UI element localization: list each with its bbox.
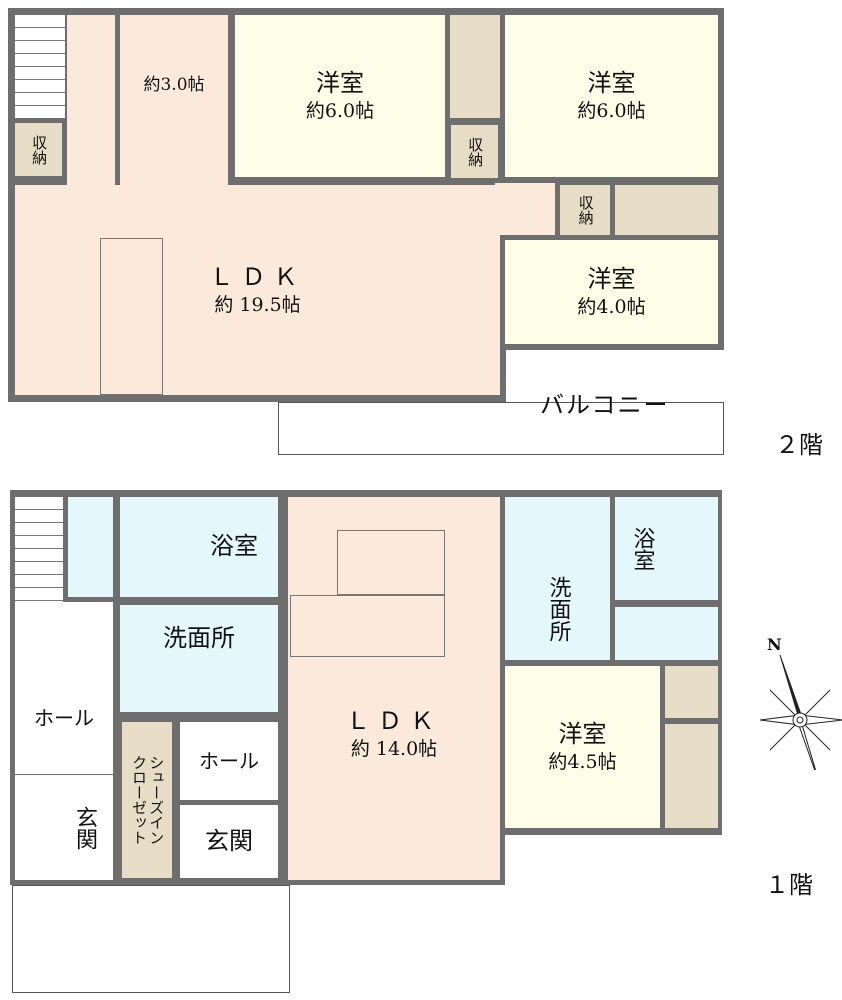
- floor1-hall-left: ホール: [15, 602, 113, 774]
- floor1-washroom-right: 洗面所: [505, 497, 610, 660]
- floor1-label: １階: [765, 871, 813, 899]
- floor1-porch-outline: [12, 885, 290, 993]
- floor1-exterior-right: [505, 835, 725, 890]
- floor1-kitchen-counter: [290, 595, 445, 657]
- floor2-western-left: 洋室約6.0帖: [235, 15, 445, 177]
- floor2-corridor: [67, 15, 115, 185]
- floor2-label: ２階: [775, 431, 823, 459]
- floor1-bath-left: 浴室: [120, 497, 278, 597]
- floor2-stairs: [15, 15, 65, 118]
- compass-north-label: N: [767, 635, 782, 654]
- floor1-washroom-left: 洗面所: [120, 605, 278, 712]
- floor2-ldk-nook: [495, 183, 555, 235]
- floor1-hall-right: ホール: [180, 722, 278, 800]
- floor2-storage-mid: 収納: [451, 125, 498, 178]
- floor2-room-3jo: 約3.0帖: [120, 15, 228, 185]
- floor1-entrance-left: 玄関: [15, 775, 113, 880]
- floor1-kitchen-back: [337, 530, 445, 595]
- floor2-kitchen-counter: [100, 238, 163, 395]
- floor1-closet-top: [665, 666, 718, 718]
- floor2-closet-mid: [450, 15, 500, 118]
- floor2-storage-left: 収納: [15, 123, 62, 176]
- floor2-balcony-outline: [278, 402, 724, 455]
- compass: N: [755, 635, 842, 775]
- floor2-storage-right: 収納: [560, 185, 610, 235]
- floor2-western-right: 洋室約6.0帖: [505, 15, 718, 177]
- floor2-balcony-label: バルコニー: [540, 391, 670, 419]
- floor2-closet-right: [615, 185, 718, 235]
- floor2-western-small: 洋室約4.0帖: [505, 240, 718, 344]
- floor1-entrance-right: 玄関: [180, 805, 278, 878]
- floor1-toilet-right: [615, 607, 718, 660]
- compass-rose-icon: [759, 654, 842, 770]
- floor1-bath-right: 浴室: [615, 497, 718, 600]
- floor2-balcony-area: [506, 350, 726, 410]
- floor1-toilet-left: [68, 497, 113, 597]
- floor1-western: 洋室約4.5帖: [505, 666, 660, 828]
- floor1-closet-bottom: [665, 724, 718, 828]
- floor1-shoe-closet: シューズインクローゼット: [122, 722, 172, 878]
